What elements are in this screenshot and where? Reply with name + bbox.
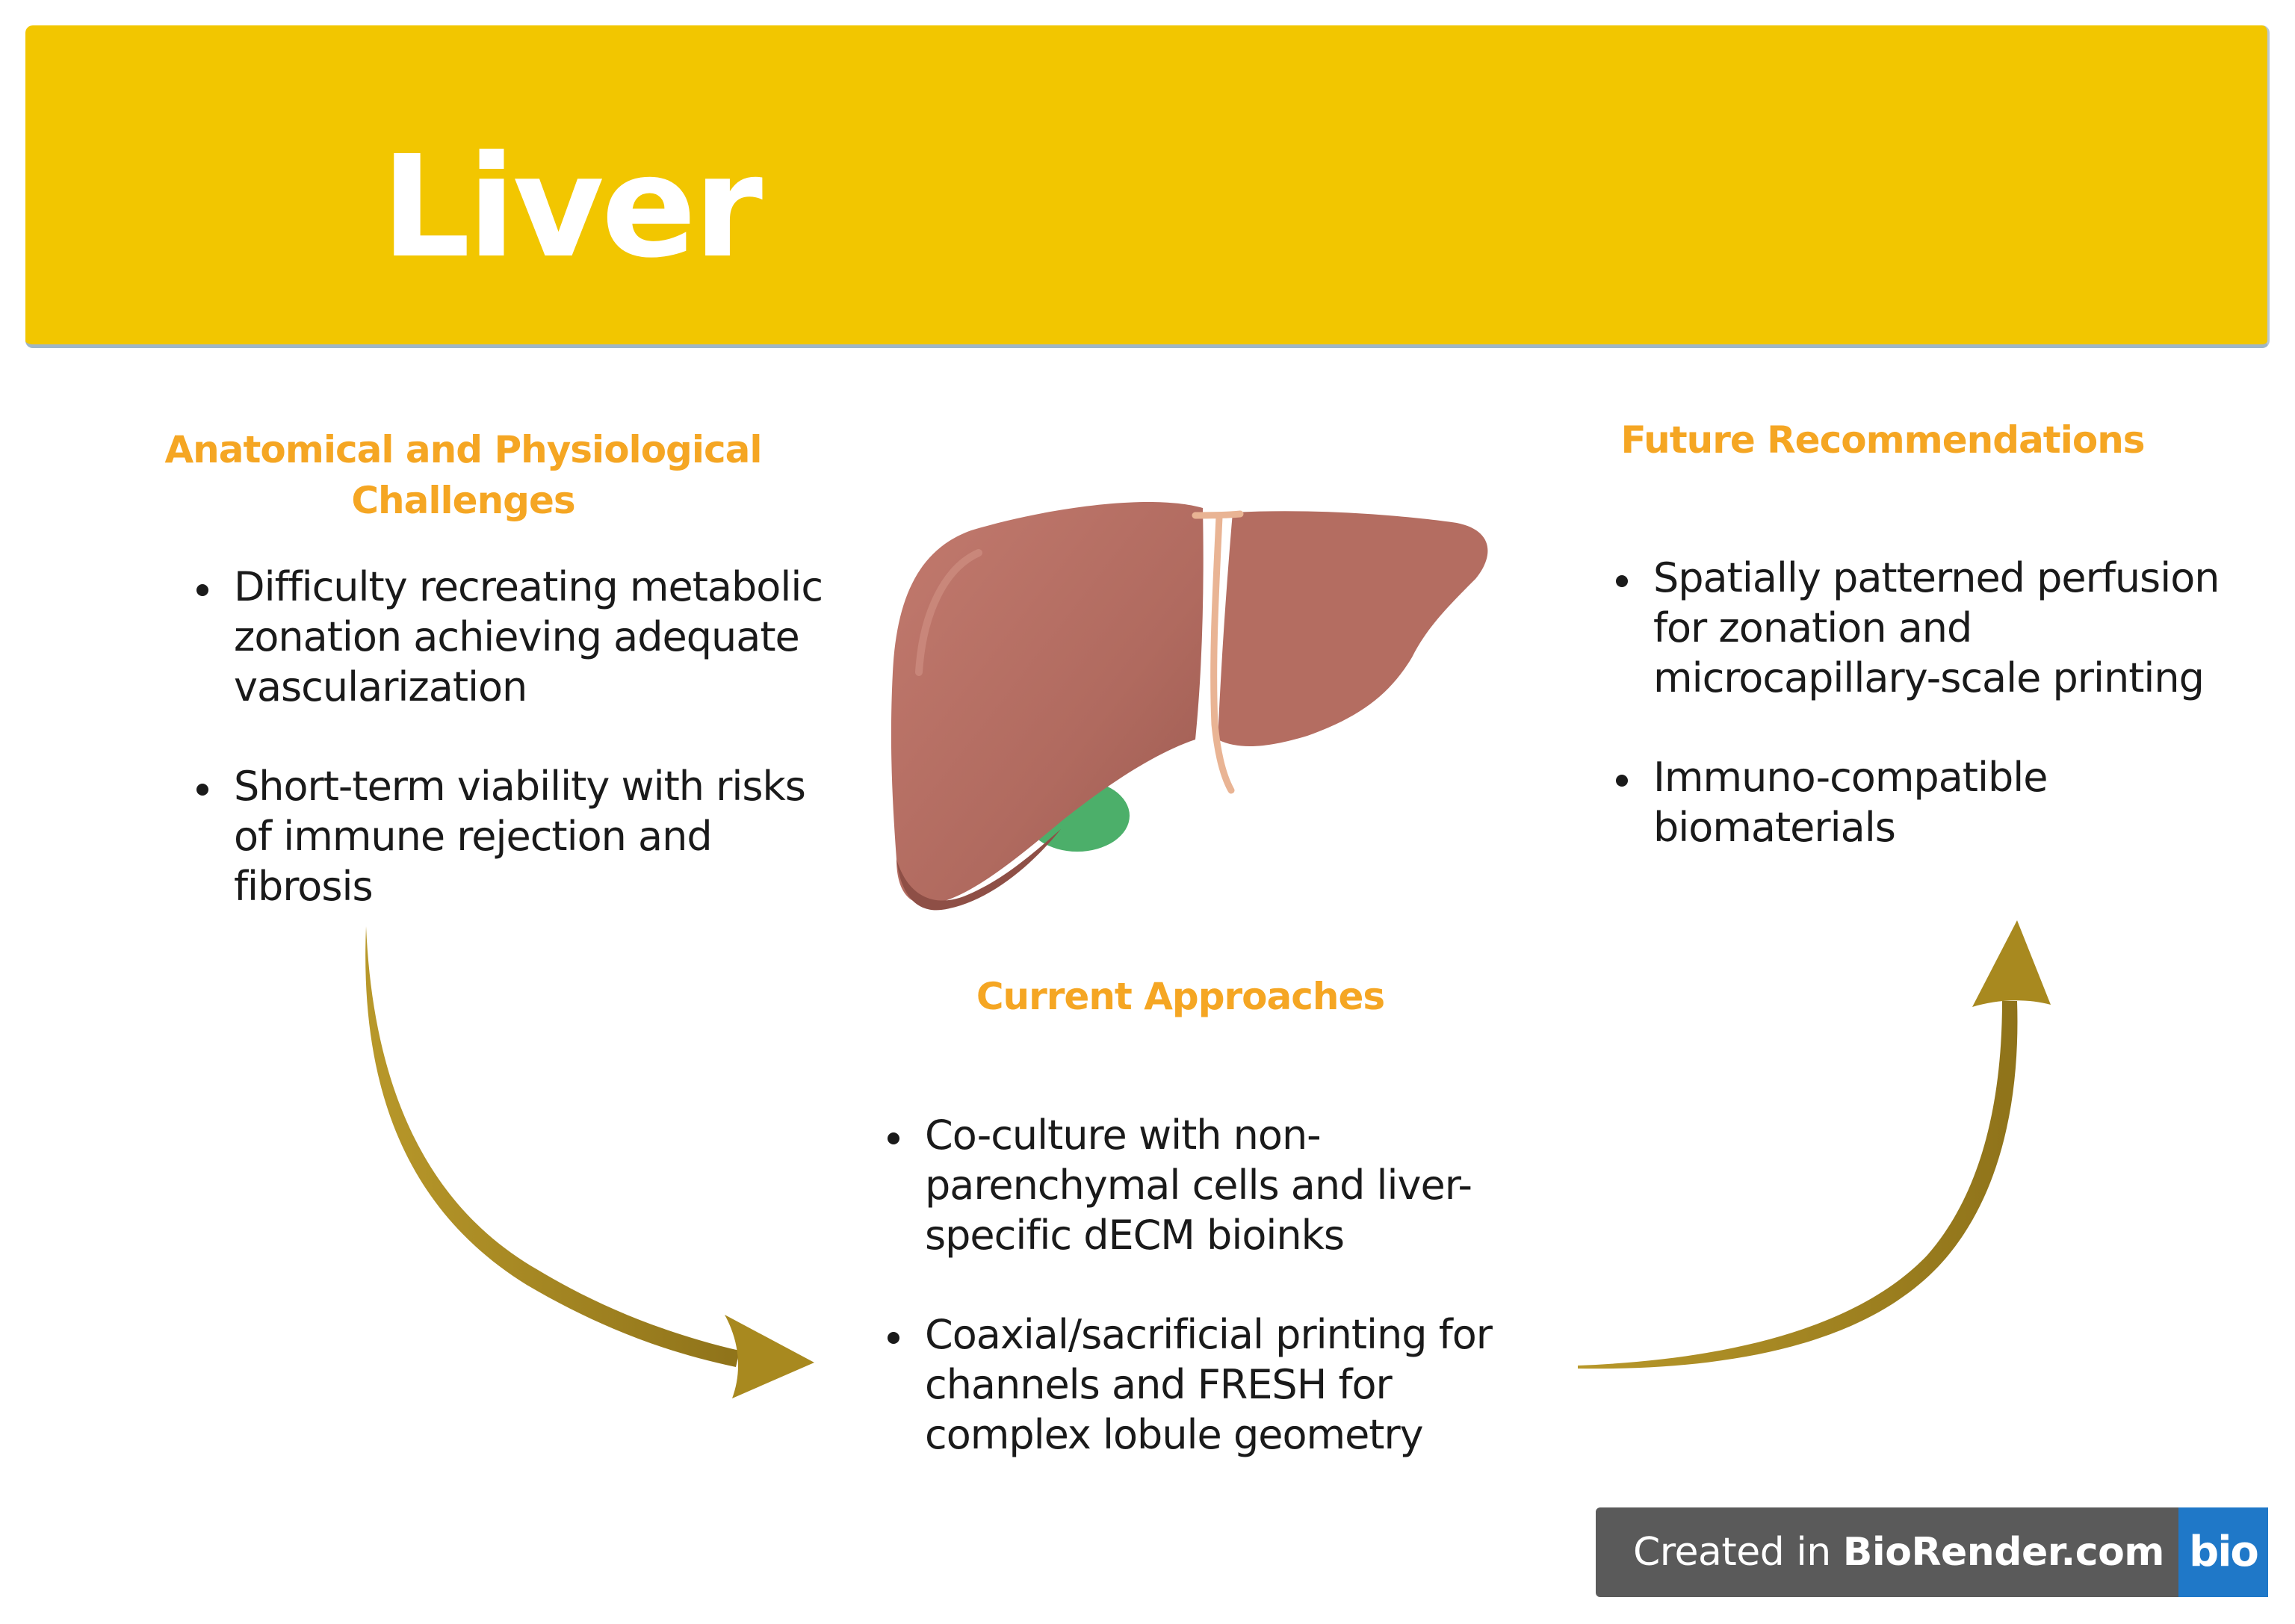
list-item: Coaxial/sacrificial printing for channel… xyxy=(882,1310,1524,1460)
curved-arrow-icon xyxy=(365,920,2051,1398)
liver-left-lobe xyxy=(891,501,1204,905)
current-approaches-list: Co-culture with non-parenchymal cells an… xyxy=(882,1110,1524,1509)
liver-right-lobe xyxy=(1218,511,1488,747)
current-approaches-heading: Current Approaches xyxy=(976,975,1385,1018)
challenges-list: Difficulty recreating metabolic zonation… xyxy=(191,562,840,961)
challenges-heading: Anatomical and Physiological Challenges xyxy=(164,428,762,522)
page-title: Liver xyxy=(381,125,763,289)
arrow-left-to-center xyxy=(365,926,740,1367)
biorender-logo-icon: bio xyxy=(2178,1507,2268,1597)
liver-lower-shadow xyxy=(896,829,1061,911)
badge-brand: BioRender.com xyxy=(1842,1530,2165,1575)
arrow-left-head xyxy=(725,1315,814,1398)
future-recommendations-list: Spatially patterned perfusion for zonati… xyxy=(1610,553,2237,902)
title-banner: Liver xyxy=(25,25,2270,348)
arrow-center-to-right xyxy=(1578,1001,2018,1369)
liver-icon xyxy=(891,501,1488,911)
biorender-badge[interactable]: Created in BioRender.com bio xyxy=(1596,1507,2268,1597)
arrow-right-head xyxy=(1972,920,2051,1007)
badge-prefix: Created in xyxy=(1633,1530,1843,1575)
list-item: Short-term viability with risks of immun… xyxy=(191,761,840,911)
liver-highlight xyxy=(915,549,982,676)
list-item: Difficulty recreating metabolic zonation… xyxy=(191,562,840,712)
list-item: Spatially patterned perfusion for zonati… xyxy=(1610,553,2237,703)
falciform-ligament xyxy=(1192,510,1244,794)
list-item: Co-culture with non-parenchymal cells an… xyxy=(882,1110,1524,1260)
badge-text: Created in BioRender.com xyxy=(1596,1507,2178,1597)
future-recommendations-heading: Future Recommendations xyxy=(1620,418,2145,462)
list-item: Immuno-compatible biomaterials xyxy=(1610,752,2237,852)
